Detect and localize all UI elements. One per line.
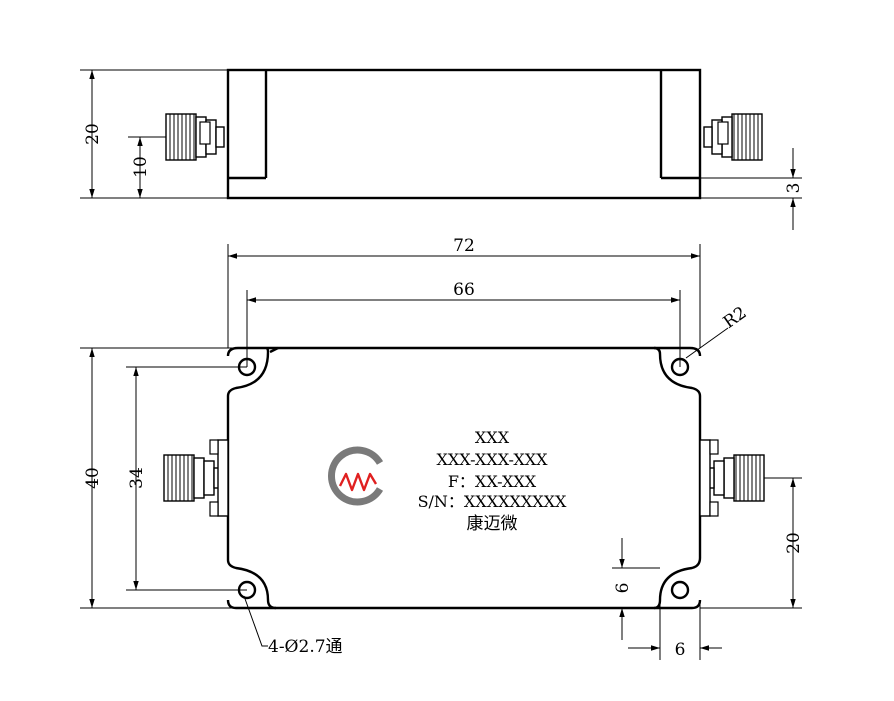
label-line-2: XXX-XXX-XXX — [436, 450, 548, 469]
side-right-connector-nut — [717, 121, 729, 145]
side-body-outline — [226, 68, 702, 200]
dim-hole-spacing-x: 66 — [453, 280, 475, 300]
top-right-connector — [705, 454, 765, 502]
leader-corner-radius — [685, 327, 729, 359]
dim-hole-spacing-y: 34 — [127, 467, 147, 489]
dim-side-offset: 3 — [784, 183, 804, 194]
dim-corner-radius: R2 — [720, 303, 751, 333]
leader-hole-callout — [243, 595, 268, 647]
label-line-5: 康迈微 — [467, 514, 518, 534]
corner-pad-tr — [654, 346, 702, 357]
side-right-connector — [703, 113, 763, 161]
side-view: 20 10 3 — [80, 68, 804, 230]
dim-top-width: 72 — [453, 236, 475, 256]
dim-connector-center: 10 — [131, 156, 151, 178]
dim-top-height: 40 — [83, 467, 103, 489]
top-body-outline — [226, 346, 702, 610]
dim-hole-callout: 4-Ø2.7通 — [268, 637, 343, 657]
side-left-connector-nut — [199, 121, 211, 145]
corner-detail-tl — [269, 346, 279, 354]
side-left-connector — [165, 113, 225, 161]
company-logo — [328, 446, 384, 506]
dim-corner-offset-y: 6 — [613, 583, 633, 594]
label-line-1: XXX — [475, 428, 510, 447]
dim-side-height: 20 — [83, 123, 103, 145]
label-line-3: F：XX-XXX — [448, 472, 537, 491]
dim-right-connector-height: 20 — [784, 532, 804, 554]
dim-corner-offset-x: 6 — [675, 640, 686, 660]
top-view: XXX XXX-XXX-XXX F：XX-XXX S/N：XXXXXXXXX 康… — [80, 236, 804, 660]
top-left-connector — [163, 454, 223, 502]
mounting-hole-br — [670, 580, 690, 600]
label-line-4: S/N：XXXXXXXXX — [418, 492, 567, 511]
corner-pad-tl — [226, 346, 239, 357]
